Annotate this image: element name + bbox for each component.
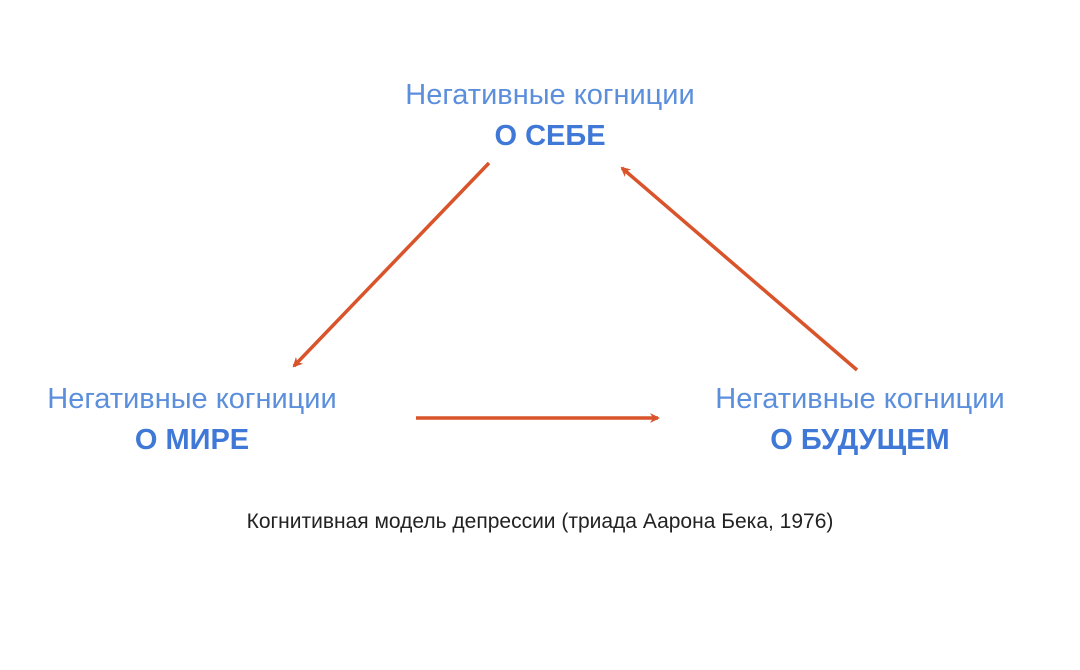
node-world-title: Негативные когниции — [47, 383, 337, 415]
arrow-self-to-world — [292, 161, 491, 368]
node-self-title: Негативные когниции — [405, 79, 695, 111]
node-world: Негативные когниции О МИРЕ — [22, 385, 362, 455]
node-future: Негативные когниции О БУДУЩЕМ — [690, 385, 1030, 455]
node-future-label: О БУДУЩЕМ — [770, 424, 950, 456]
figure-caption: Когнитивная модель депрессии (триада Аар… — [246, 510, 834, 533]
arrow-future-to-self — [620, 166, 859, 372]
node-world-label: О МИРЕ — [134, 424, 250, 456]
node-self: Негативные когниции О СЕБЕ — [380, 81, 720, 151]
node-self-label: О СЕБЕ — [494, 120, 606, 152]
node-future-title: Негативные когниции — [715, 383, 1005, 415]
